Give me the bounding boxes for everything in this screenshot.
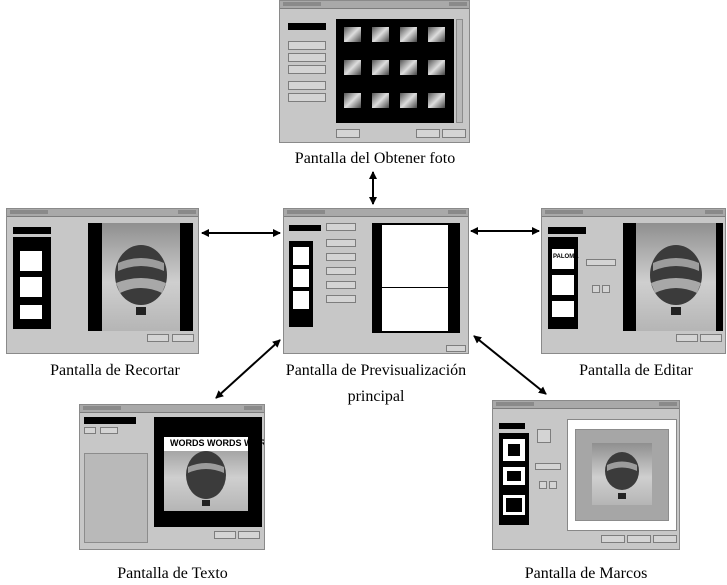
window-titlebar bbox=[542, 209, 725, 217]
nudge-control[interactable] bbox=[537, 429, 551, 443]
side-button[interactable] bbox=[288, 93, 326, 102]
label-marcos: Pantalla de Marcos bbox=[524, 565, 648, 582]
side-button[interactable] bbox=[288, 81, 326, 90]
effect-thumb[interactable]: PALOMA bbox=[552, 249, 579, 269]
redo-button[interactable] bbox=[549, 481, 557, 489]
arrow-texto-preview bbox=[215, 339, 281, 399]
layout-thumb[interactable] bbox=[293, 291, 309, 309]
effect-dropdown[interactable] bbox=[548, 227, 586, 234]
undo-button[interactable] bbox=[539, 481, 547, 489]
hot-air-balloon-icon bbox=[605, 452, 639, 499]
photo-thumbnail[interactable] bbox=[425, 24, 448, 45]
photo-thumbnail[interactable] bbox=[425, 57, 448, 78]
align-button[interactable] bbox=[100, 427, 118, 434]
layout-thumb[interactable] bbox=[293, 247, 309, 265]
photo-thumbnail[interactable] bbox=[341, 24, 364, 45]
window-titlebar bbox=[284, 209, 468, 217]
frame-option[interactable] bbox=[503, 467, 525, 485]
effect-thumb[interactable] bbox=[552, 301, 574, 317]
page-preview bbox=[382, 225, 448, 331]
photo-thumbnail[interactable] bbox=[425, 90, 448, 111]
slider-control[interactable] bbox=[586, 259, 616, 266]
window-titlebar bbox=[7, 209, 198, 217]
texto-screenshot: WORDS WORDS WORDS bbox=[79, 404, 265, 550]
photo-thumbnail[interactable] bbox=[369, 24, 392, 45]
cancel-button[interactable] bbox=[627, 535, 651, 543]
font-dropdown[interactable] bbox=[84, 417, 136, 424]
text-entry-area[interactable] bbox=[84, 453, 148, 543]
footer-button[interactable] bbox=[601, 535, 625, 543]
frame-dropdown[interactable] bbox=[499, 423, 525, 429]
photo-thumbnail[interactable] bbox=[369, 90, 392, 111]
cancel-button[interactable] bbox=[676, 334, 698, 342]
accept-button[interactable] bbox=[238, 531, 260, 539]
side-button[interactable] bbox=[288, 41, 326, 50]
undo-button[interactable] bbox=[592, 285, 600, 293]
label-recortar: Pantalla de Recortar bbox=[50, 362, 180, 379]
action-button[interactable] bbox=[326, 253, 356, 261]
photo-thumbnail[interactable] bbox=[397, 90, 420, 111]
frame-option[interactable] bbox=[503, 439, 525, 461]
balloon-photo bbox=[102, 223, 180, 331]
obtener-foto-screenshot bbox=[279, 0, 470, 143]
window-titlebar bbox=[80, 405, 264, 413]
scrollbar[interactable] bbox=[456, 19, 463, 123]
effect-thumb[interactable] bbox=[552, 275, 574, 295]
label-obtener: Pantalla del Obtener foto bbox=[294, 150, 456, 167]
cancel-button[interactable] bbox=[416, 129, 440, 138]
action-button[interactable] bbox=[326, 223, 356, 231]
action-button[interactable] bbox=[326, 281, 356, 289]
accept-button[interactable] bbox=[442, 129, 466, 138]
side-button[interactable] bbox=[288, 53, 326, 62]
exit-button[interactable] bbox=[446, 345, 466, 352]
frame-option[interactable] bbox=[503, 495, 525, 515]
format-option[interactable] bbox=[20, 305, 42, 319]
photo-thumbnail[interactable] bbox=[369, 57, 392, 78]
format-option[interactable] bbox=[20, 277, 42, 297]
size-button[interactable] bbox=[84, 427, 96, 434]
action-button[interactable] bbox=[326, 295, 356, 303]
action-button[interactable] bbox=[326, 267, 356, 275]
accept-button[interactable] bbox=[653, 535, 677, 543]
editar-screenshot: PALOMA bbox=[541, 208, 726, 354]
accept-button[interactable] bbox=[172, 334, 194, 342]
footer-button[interactable] bbox=[336, 129, 360, 138]
format-option[interactable] bbox=[20, 251, 42, 271]
photo-thumbnail[interactable] bbox=[397, 24, 420, 45]
source-dropdown[interactable] bbox=[288, 23, 326, 30]
cancel-button[interactable] bbox=[214, 531, 236, 539]
printer-dropdown[interactable] bbox=[289, 225, 321, 231]
preview-screenshot bbox=[283, 208, 469, 354]
layout-thumb[interactable] bbox=[293, 269, 309, 287]
recortar-screenshot bbox=[6, 208, 199, 354]
accept-button[interactable] bbox=[700, 334, 722, 342]
balloon-photo bbox=[636, 223, 716, 331]
label-texto: Pantalla de Texto bbox=[117, 565, 228, 582]
cancel-button[interactable] bbox=[147, 334, 169, 342]
photo-thumbnail[interactable] bbox=[341, 90, 364, 111]
label-editar: Pantalla de Editar bbox=[579, 362, 693, 379]
redo-button[interactable] bbox=[602, 285, 610, 293]
slider-control[interactable] bbox=[535, 463, 561, 470]
balloon-photo bbox=[592, 443, 652, 505]
hot-air-balloon-icon bbox=[650, 245, 702, 315]
side-button[interactable] bbox=[288, 65, 326, 74]
hot-air-balloon-icon bbox=[186, 451, 226, 506]
size-dropdown[interactable] bbox=[13, 227, 51, 234]
photo-thumbnail[interactable] bbox=[397, 57, 420, 78]
photo-thumbnail[interactable] bbox=[341, 57, 364, 78]
arrow-preview-marcos bbox=[473, 335, 547, 395]
text-overlay: WORDS WORDS WORDS bbox=[170, 438, 264, 448]
editar-tag: PALOMA bbox=[553, 254, 579, 260]
marcos-screenshot bbox=[492, 400, 680, 550]
window-titlebar bbox=[280, 1, 469, 9]
label-preview-line1: Pantalla de Previsualización bbox=[285, 362, 467, 379]
hot-air-balloon-icon bbox=[115, 245, 167, 315]
label-preview-line2: principal bbox=[347, 388, 405, 405]
action-button[interactable] bbox=[326, 239, 356, 247]
window-titlebar bbox=[493, 401, 679, 409]
